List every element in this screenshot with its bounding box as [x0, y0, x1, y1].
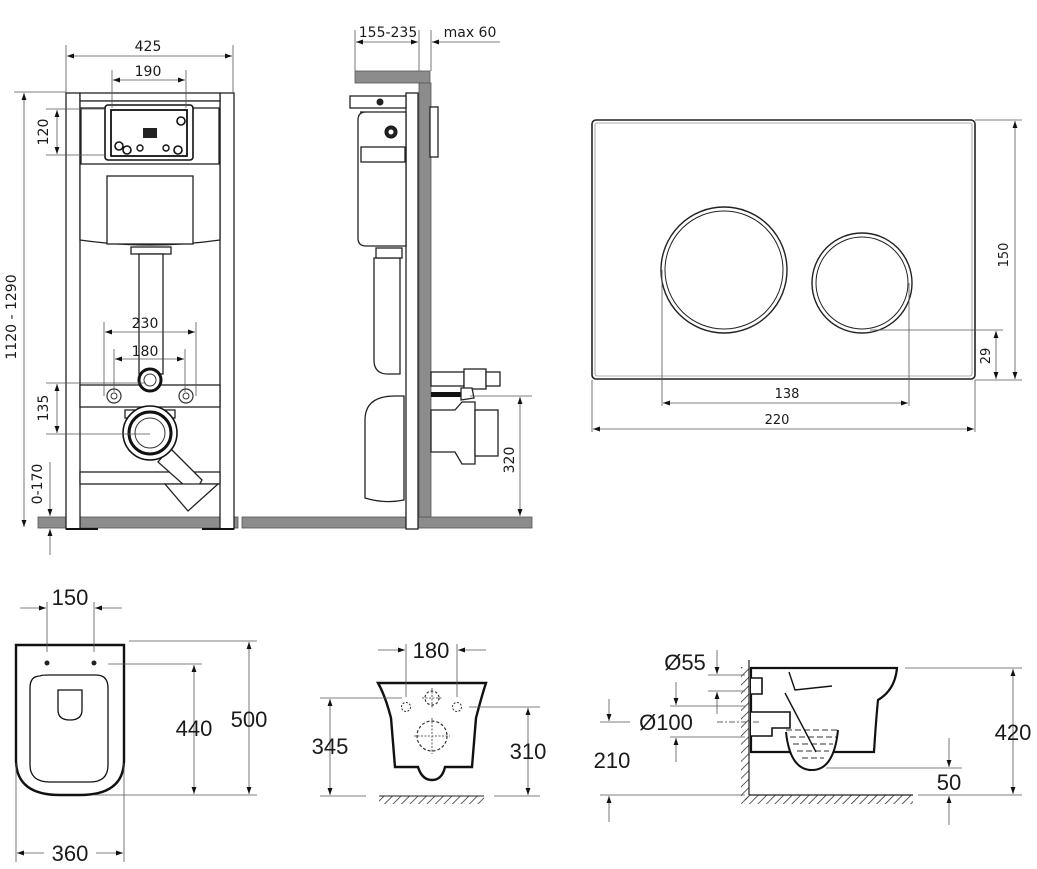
ceiling-slab — [354, 70, 431, 84]
dim-frame-depth: 155-235 — [359, 25, 418, 41]
floor-slab — [37, 516, 239, 529]
floor-hatch-back — [379, 796, 484, 804]
flush-plate-view: 138 220 150 29 — [591, 119, 1022, 432]
waste-trap-side — [364, 395, 405, 503]
floor-slab-side — [241, 516, 533, 529]
outlet-spigot — [751, 711, 791, 737]
wall-section — [418, 82, 432, 518]
frame-top-rail — [79, 92, 221, 102]
bowl-outline-back — [375, 681, 488, 782]
flush-button-full[interactable] — [660, 206, 788, 334]
dim-outlet-height: 320 — [502, 447, 518, 474]
frame-left-upright — [65, 92, 81, 530]
frame-front-view: 425 190 120 1120 - 1290 230 180 135 0-17… — [4, 39, 239, 555]
fixing-rod — [431, 392, 461, 397]
dim-plate-height: 150 — [997, 243, 1012, 268]
dim-hinge-spacing: 150 — [52, 585, 89, 610]
wall-hatch — [741, 667, 749, 800]
water-level-icon — [786, 729, 838, 759]
flush-button-half[interactable] — [811, 232, 913, 334]
flush-plate-side — [429, 106, 439, 158]
cistern-window — [106, 175, 194, 245]
flush-connector — [430, 371, 465, 387]
dim-bolt-height: 310 — [510, 739, 547, 764]
dim-wall-finish: max 60 — [444, 25, 497, 41]
frame-upright-side — [405, 92, 419, 530]
dim-frame-height: 1120 - 1290 — [4, 274, 20, 359]
dim-button-offset: 29 — [979, 348, 994, 365]
dim-inlet-diameter: Ø55 — [664, 650, 706, 675]
dim-outlet-height-side: 210 — [594, 748, 631, 773]
dim-foot-adjust: 0-170 — [30, 464, 46, 505]
seat-outline — [29, 674, 109, 783]
dim-bolt-spacing: 180 — [413, 638, 450, 663]
inlet-spud — [751, 677, 763, 695]
dim-stud-inner: 180 — [132, 344, 159, 360]
dim-bowl-height: 420 — [995, 720, 1032, 745]
bowl-side-view: Ø55 Ø100 210 420 50 — [594, 650, 1032, 825]
dim-bowl-length: 500 — [231, 707, 268, 732]
waste-bend — [163, 483, 220, 512]
waste-connector — [430, 401, 476, 465]
dim-bottom-clearance: 50 — [937, 770, 961, 795]
dim-actuator-width: 190 — [135, 64, 162, 80]
flush-valve-icon — [143, 128, 157, 138]
cistern-side — [357, 111, 407, 247]
frame-right-upright — [219, 92, 235, 530]
dim-stud-to-outlet: 135 — [36, 395, 52, 422]
dim-hinge-to-front: 440 — [176, 716, 213, 741]
dim-frame-width: 425 — [135, 39, 162, 55]
seat-lid-cutout — [57, 689, 83, 721]
dim-stud-outer: 230 — [132, 316, 159, 332]
dim-bowl-top-height: 345 — [312, 734, 349, 759]
floor-hatch-side — [741, 795, 913, 804]
dim-bowl-width: 360 — [52, 841, 89, 866]
dim-plate-width: 220 — [765, 413, 790, 428]
flush-pipe-collar — [130, 246, 172, 255]
dim-actuator-height: 120 — [36, 119, 52, 146]
flush-pipe-side — [373, 257, 401, 375]
dim-button-span: 138 — [775, 387, 800, 402]
frame-side-view: 155-235 max 60 320 — [241, 25, 533, 530]
dim-outlet-diameter: Ø100 — [639, 710, 693, 735]
bowl-top-view: 150 440 500 360 — [14, 585, 268, 866]
bowl-back-view: 180 345 310 — [312, 638, 547, 804]
